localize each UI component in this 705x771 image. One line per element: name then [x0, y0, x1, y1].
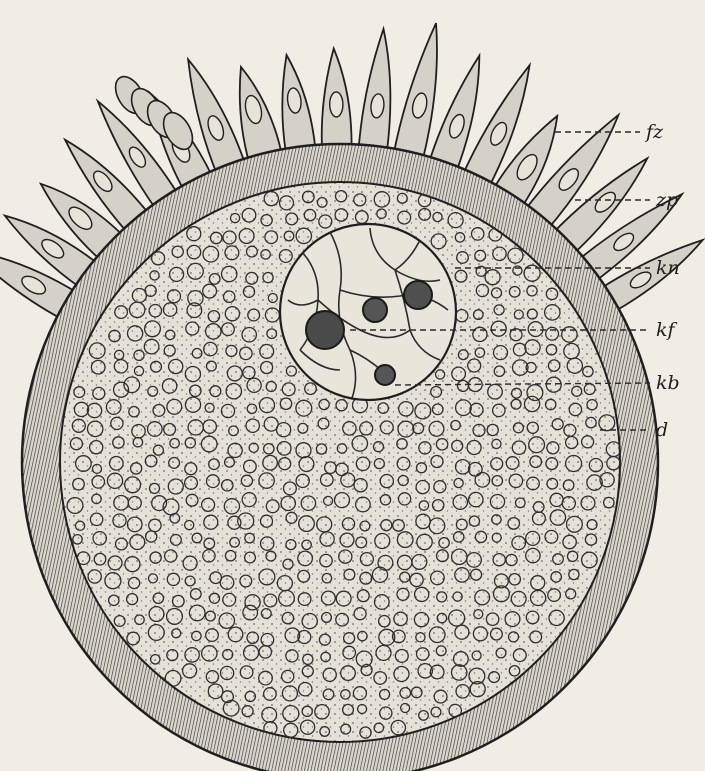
- follicle-cell: [321, 48, 352, 152]
- germinal-spot-upper: [404, 281, 432, 309]
- label-zp: zp: [655, 189, 678, 211]
- label-fz: fz: [644, 121, 664, 143]
- follicle-cell: [274, 53, 316, 156]
- germinal-spot-lower: [375, 365, 395, 385]
- germinal-spot-middle: [363, 298, 387, 322]
- label-d: d: [656, 419, 668, 441]
- label-kn: kn: [656, 257, 680, 279]
- germinal-spot-large: [306, 311, 344, 349]
- follicle-cell: [358, 28, 400, 156]
- label-kb: kb: [656, 372, 680, 394]
- label-kf: kf: [656, 319, 678, 341]
